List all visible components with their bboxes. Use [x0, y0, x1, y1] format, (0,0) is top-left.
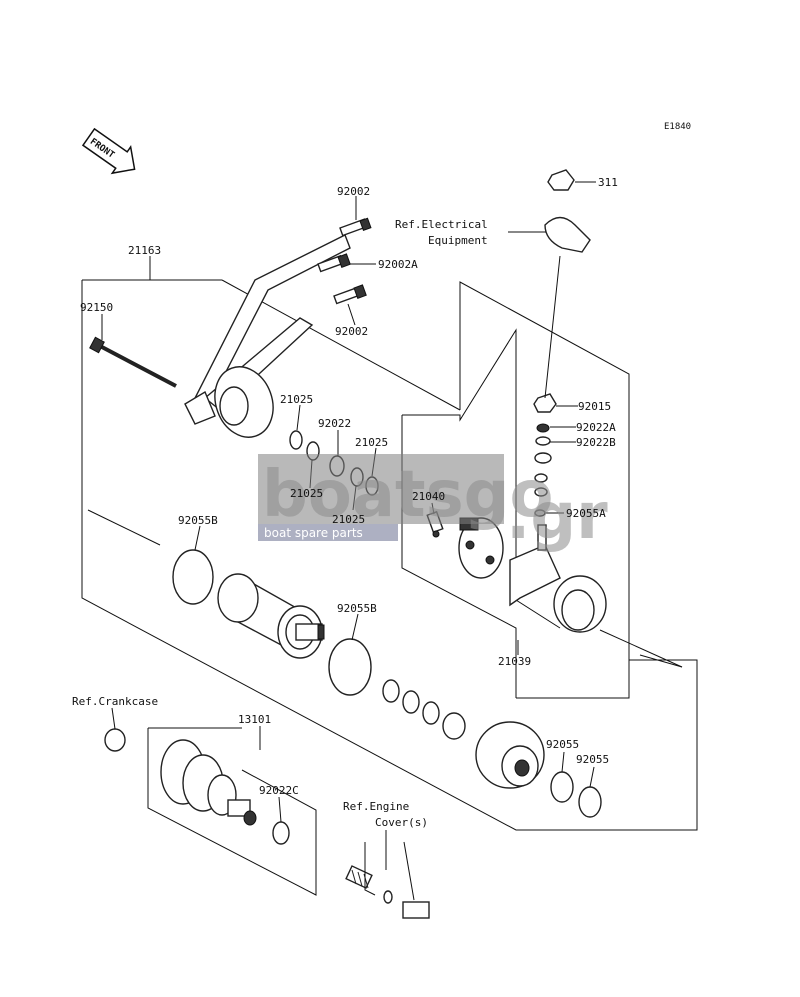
brush-plate — [458, 517, 504, 579]
label-92022: 92022 — [318, 417, 351, 430]
label-92055-b: 92055 — [576, 753, 609, 766]
label-ref-electrical-line1: Ref.Electrical — [395, 218, 488, 231]
label-92002A: 92002A — [378, 258, 418, 271]
label-92002-bottom: 92002 — [335, 325, 368, 338]
bolt-92002-bottom — [333, 284, 367, 305]
right-stack — [533, 393, 557, 517]
washer-set-front — [382, 679, 466, 740]
label-21025-a: 21025 — [280, 393, 313, 406]
bolt-92002-top — [339, 217, 372, 237]
label-92022B: 92022B — [576, 436, 616, 449]
label-92055B-right: 92055B — [337, 602, 377, 615]
o-ring-92055-b — [578, 786, 602, 818]
label-13101: 13101 — [238, 713, 271, 726]
long-bolt-92150 — [89, 336, 177, 388]
washer-92022C — [272, 821, 290, 845]
nut-311 — [547, 169, 575, 191]
front-cover — [475, 721, 545, 789]
spring-part — [345, 865, 373, 889]
label-92022A: 92022A — [576, 421, 616, 434]
small-washer — [383, 890, 393, 904]
label-92002-top: 92002 — [337, 185, 370, 198]
label-21025-d: 21025 — [332, 513, 365, 526]
front-arrow-icon: FRONT — [81, 127, 136, 175]
label-21025-c: 21025 — [290, 487, 323, 500]
label-ref-engine-line1: Ref.Engine — [343, 800, 409, 813]
bracket-part — [184, 234, 351, 438]
crankcase-bushing — [104, 728, 126, 752]
starter-motor — [217, 573, 325, 659]
label-92015: 92015 — [578, 400, 611, 413]
label-92055A: 92055A — [566, 507, 606, 520]
label-92055-a: 92055 — [546, 738, 579, 751]
watermark-tagline: boat spare parts — [264, 526, 363, 540]
label-ref-engine-line2: Cover(s) — [375, 816, 428, 829]
label-21163: 21163 — [128, 244, 161, 257]
leader-lines — [101, 181, 596, 901]
brush-holder-21039 — [509, 524, 607, 633]
watermark-brand: boatsgo — [262, 458, 553, 532]
watermark: boatsgo .gr boat spare parts — [258, 454, 608, 554]
diagram-code: E1840 — [664, 122, 691, 132]
starter-clutch-13101 — [160, 739, 257, 826]
part-labels: 311 Ref.Electrical Equipment 92002 92002… — [72, 176, 618, 829]
terminal-cap — [544, 216, 591, 253]
watermark-domain: .gr — [506, 480, 608, 554]
o-ring-92055B-left — [172, 549, 214, 605]
assembly-outline — [81, 279, 698, 896]
bolt-92002A — [317, 253, 351, 273]
o-ring-92055B-right — [328, 638, 372, 696]
label-21025-b: 21025 — [355, 436, 388, 449]
engine-cover-bushing — [402, 901, 430, 919]
label-21039: 21039 — [498, 655, 531, 668]
label-92150: 92150 — [80, 301, 113, 314]
label-21040: 21040 — [412, 490, 445, 503]
label-311: 311 — [598, 176, 618, 189]
o-ring-92055-a — [550, 771, 574, 803]
label-ref-crankcase: Ref.Crankcase — [72, 695, 158, 708]
label-92022C: 92022C — [259, 784, 299, 797]
label-ref-electrical-line2: Equipment — [428, 234, 488, 247]
label-92055B-left: 92055B — [178, 514, 218, 527]
